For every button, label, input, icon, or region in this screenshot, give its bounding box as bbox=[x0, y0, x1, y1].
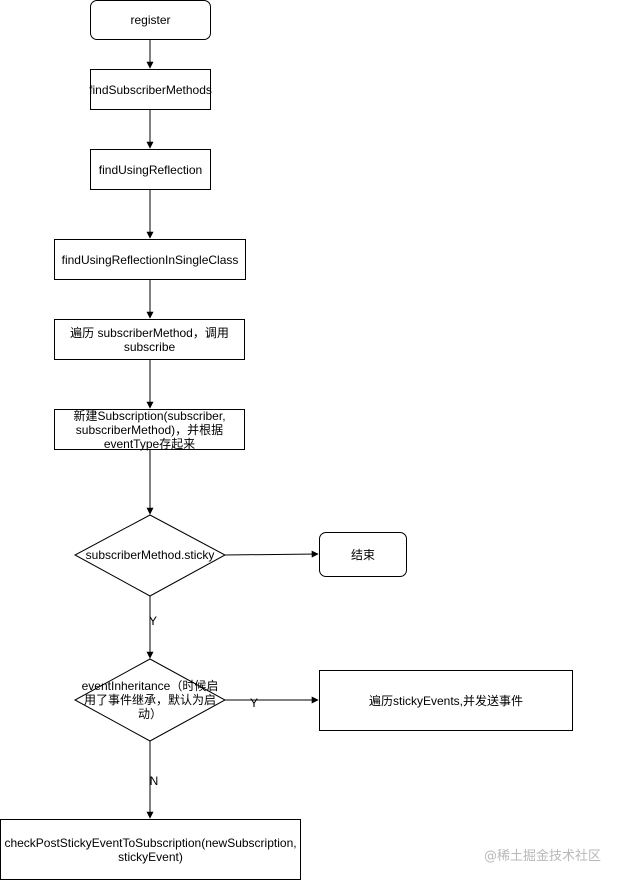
node-register-label: register bbox=[130, 13, 171, 27]
node-end-label: 结束 bbox=[350, 547, 375, 562]
node-new-subscription: 新建Subscription(subscriber, subscriberMet… bbox=[54, 408, 245, 451]
sticky-decision-diamond bbox=[73, 514, 227, 597]
node-iterate-sticky-events-label: 遍历stickyEvents,并发送事件 bbox=[368, 693, 524, 708]
edge-sticky-decision-to-end bbox=[224, 550, 319, 558]
sticky-decision-label: subscriberMethod.sticky bbox=[85, 548, 215, 562]
node-find-subscriber-methods: findSubscriberMethods bbox=[89, 69, 212, 110]
inheritance-no-label: N bbox=[149, 774, 159, 788]
node-iterate-sticky-events: 遍历stickyEvents,并发送事件 bbox=[319, 670, 573, 731]
inheritance-decision-diamond bbox=[73, 658, 227, 742]
node-new-subscription-label: 新建Subscription(subscriber, subscriberMet… bbox=[73, 408, 226, 451]
node-end: 结束 bbox=[319, 532, 407, 577]
node-check-post-sticky-event: checkPostStickyEventToSubscription(newSu… bbox=[0, 819, 301, 880]
node-find-using-reflection: findUsingReflection bbox=[90, 149, 211, 190]
sticky-yes-label: Y bbox=[148, 614, 157, 628]
node-iterate-subscribe-label: 遍历 subscriberMethod，调用 subscribe bbox=[70, 325, 229, 354]
node-find-using-reflection-single-class: findUsingReflectionInSingleClass bbox=[54, 239, 246, 280]
node-iterate-subscribe: 遍历 subscriberMethod，调用 subscribe bbox=[54, 319, 245, 360]
node-check-post-sticky-event-label: checkPostStickyEventToSubscription(newSu… bbox=[4, 835, 297, 864]
inheritance-decision-label: eventInheritance（时候启用了事件继承，默认为启动） bbox=[81, 679, 219, 721]
node-find-subscriber-methods-label: findSubscriberMethods bbox=[89, 82, 212, 97]
node-register: register bbox=[90, 0, 211, 40]
watermark: @稀土掘金技术社区 bbox=[484, 849, 602, 864]
node-find-using-reflection-label: findUsingReflection bbox=[98, 162, 203, 177]
node-find-using-reflection-single-class-label: findUsingReflectionInSingleClass bbox=[61, 252, 239, 267]
inheritance-yes-label: Y bbox=[249, 696, 258, 710]
